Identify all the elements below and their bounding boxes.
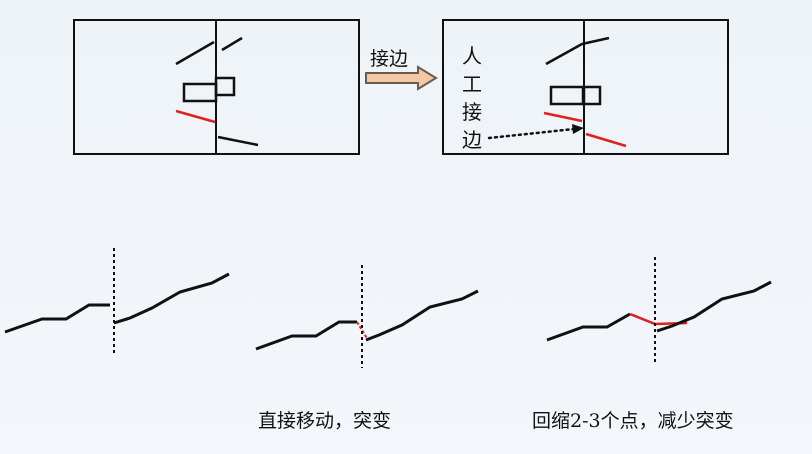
after-box-left [549,85,585,106]
before-red-line [175,109,216,124]
after-line-upper-left [545,42,583,66]
after-red-line-right [585,132,627,148]
manual-label-char-1: 人 [462,44,482,68]
panel-before [73,19,360,155]
caption-retract: 回缩2-3个点，减少突变 [532,410,734,432]
manual-label-char-3: 接 [462,100,482,124]
polyline-retract [546,257,772,362]
manual-edge-dotted-arrow [487,127,576,140]
after-box-right [582,85,602,106]
after-red-line-left [543,111,583,123]
polyline-original [4,248,230,355]
before-box-left [182,82,218,103]
panel-after-frame [442,19,729,155]
polyline-direct-move [255,265,479,368]
arrow-right-icon [365,65,438,91]
manual-label-char-2: 工 [462,72,482,96]
before-line-lower-right [217,135,259,147]
before-line-upper-right [221,36,243,52]
after-line-upper-right [581,36,610,46]
before-box-right [214,76,236,97]
arrow-label: 接边 [370,48,409,70]
caption-direct-move: 直接移动，突变 [258,410,392,432]
manual-edge-arrowhead [572,124,584,134]
manual-label-char-4: 边 [462,128,482,152]
before-line-upper-left [175,40,215,66]
panel-after [442,19,729,155]
